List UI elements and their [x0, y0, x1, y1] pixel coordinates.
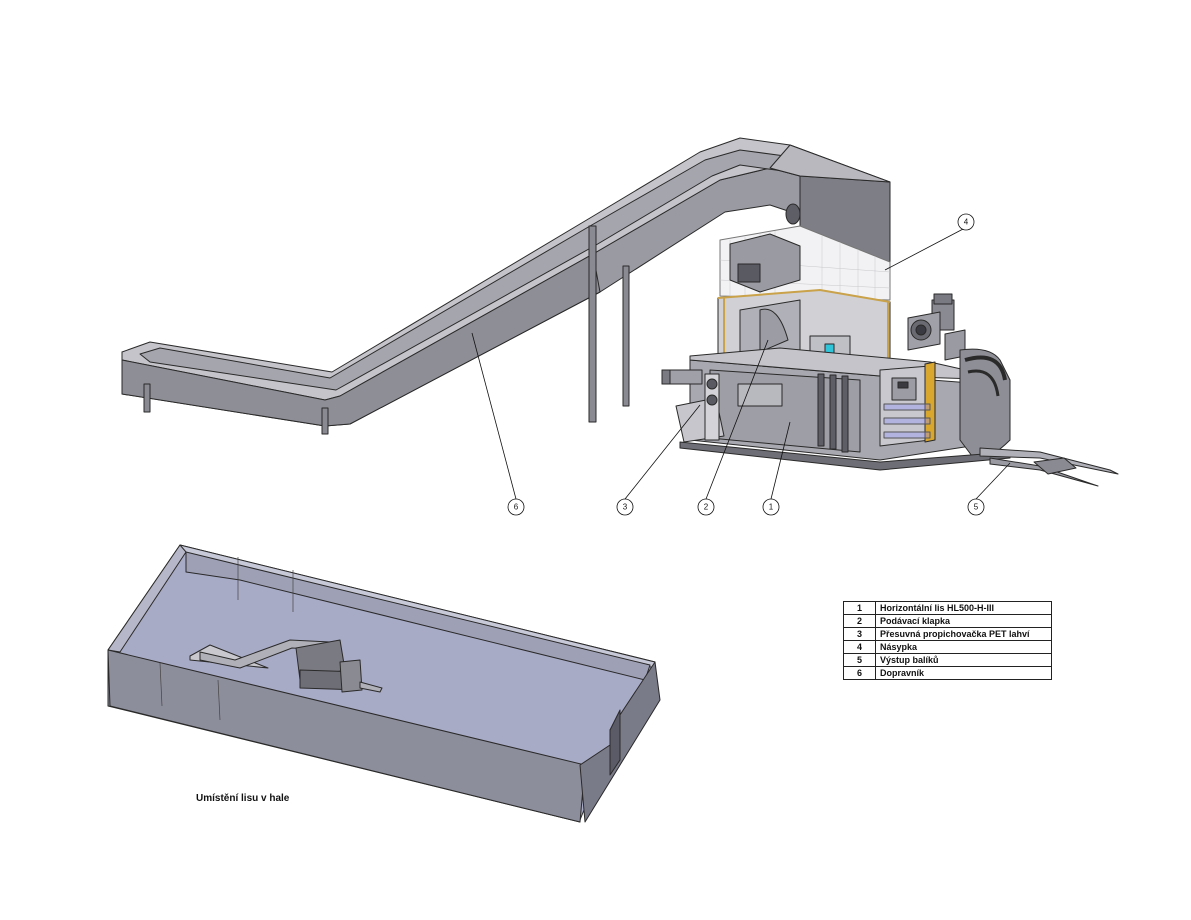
legend-label: Podávací klapka: [875, 614, 1052, 628]
callout-leaders: [471, 227, 1011, 500]
legend-number: 3: [843, 627, 876, 641]
legend-number: 5: [843, 653, 876, 667]
legend-row: 6 Dopravník: [843, 666, 1052, 680]
svg-text:6: 6: [514, 503, 519, 512]
callout-2: 2: [697, 498, 715, 516]
legend-label: Dopravník: [875, 666, 1052, 680]
hall-layout-caption: Umístění lisu v hale: [196, 793, 290, 804]
legend-row: 1 Horizontální lis HL500-H-III: [843, 601, 1052, 615]
callout-bubbles: 1 2 3 4 5 6: [507, 213, 985, 516]
parts-legend-table: 1 Horizontální lis HL500-H-III 2 Podávac…: [843, 601, 1052, 680]
baler-assembly: [661, 225, 1119, 487]
legend-row: 4 Násypka: [843, 640, 1052, 654]
svg-text:2: 2: [704, 503, 709, 512]
conveyor: [121, 137, 891, 435]
svg-text:5: 5: [974, 503, 979, 512]
legend-label: Násypka: [875, 640, 1052, 654]
callout-1: 1: [762, 498, 780, 516]
svg-text:4: 4: [964, 218, 969, 227]
callout-4: 4: [957, 213, 975, 231]
legend-number: 1: [843, 601, 876, 615]
hall-layout: [107, 544, 661, 823]
legend-label: Výstup balíků: [875, 653, 1052, 667]
callout-5: 5: [967, 498, 985, 516]
legend-number: 6: [843, 666, 876, 680]
legend-number: 4: [843, 640, 876, 654]
legend-label: Přesuvná propichovačka PET lahví: [875, 627, 1052, 641]
legend-row: 2 Podávací klapka: [843, 614, 1052, 628]
legend-number: 2: [843, 614, 876, 628]
callout-3: 3: [616, 498, 634, 516]
svg-text:3: 3: [623, 503, 628, 512]
svg-text:1: 1: [769, 503, 774, 512]
legend-row: 3 Přesuvná propichovačka PET lahví: [843, 627, 1052, 641]
callout-6: 6: [507, 498, 525, 516]
legend-row: 5 Výstup balíků: [843, 653, 1052, 667]
legend-label: Horizontální lis HL500-H-III: [875, 601, 1052, 615]
